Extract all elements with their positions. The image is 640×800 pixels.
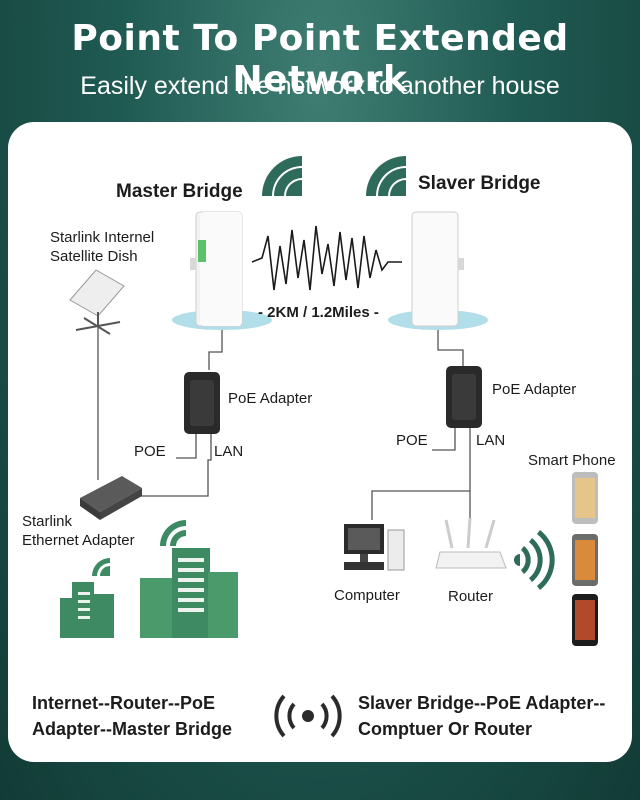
lan-line-right (371, 428, 471, 520)
poe-right-label: POE (396, 432, 428, 449)
signal-wave (251, 225, 402, 291)
bridge-line-right (437, 330, 464, 366)
wifi-icon-master (262, 156, 302, 196)
master-bridge-device (190, 211, 243, 327)
diagram-panel (8, 122, 632, 762)
starlink-adapter-label: Starlink Ethernet Adapter (22, 513, 135, 549)
buildings-icon (60, 548, 238, 638)
master-bridge-label: Master Bridge (116, 181, 243, 202)
wifi-emblem-icon (274, 694, 342, 738)
poe-adapter-right-label: PoE Adapter (492, 381, 577, 398)
poe-line-right (432, 428, 456, 451)
computer-icon (344, 524, 405, 571)
smart-phone-label: Smart Phone (528, 452, 616, 469)
footer-right-text: Slaver Bridge--PoE Adapter-- Comptuer Or… (358, 693, 606, 739)
router-wifi-icon (514, 530, 555, 590)
router-icon (435, 517, 507, 569)
distance-label: - 2KM / 1.2Miles - (258, 304, 379, 321)
footer-left-text: Internet--Router--PoE Adapter--Master Br… (32, 693, 233, 739)
connection-lines (97, 318, 471, 520)
lan-left-label: LAN (214, 443, 244, 460)
poe-adapter-right-icon (446, 366, 482, 428)
building-wifi-icons (92, 520, 186, 576)
page-subtitle: Easily extend the network to another hou… (80, 72, 560, 100)
computer-label: Computer (334, 587, 400, 604)
wifi-icon-slaver (366, 156, 406, 196)
lan-line-left (140, 434, 212, 497)
starlink-dish-label: Starlink Internel Satellite Dish (50, 229, 155, 265)
building-windows (78, 558, 204, 619)
slaver-bridge-label: Slaver Bridge (418, 173, 541, 194)
starlink-dish-icon (69, 269, 125, 335)
poe-left-label: POE (134, 443, 166, 460)
poe-adapter-left-icon (184, 372, 220, 434)
poe-adapter-left-label: PoE Adapter (228, 390, 313, 407)
smart-phones-icon (572, 472, 598, 646)
slaver-bridge-device (411, 211, 464, 327)
lan-right-label: LAN (476, 432, 506, 449)
page-title: Point To Point Extended Network (71, 18, 569, 100)
router-label: Router (448, 588, 494, 605)
poe-line-left (176, 434, 197, 459)
starlink-adapter-icon (80, 476, 142, 520)
